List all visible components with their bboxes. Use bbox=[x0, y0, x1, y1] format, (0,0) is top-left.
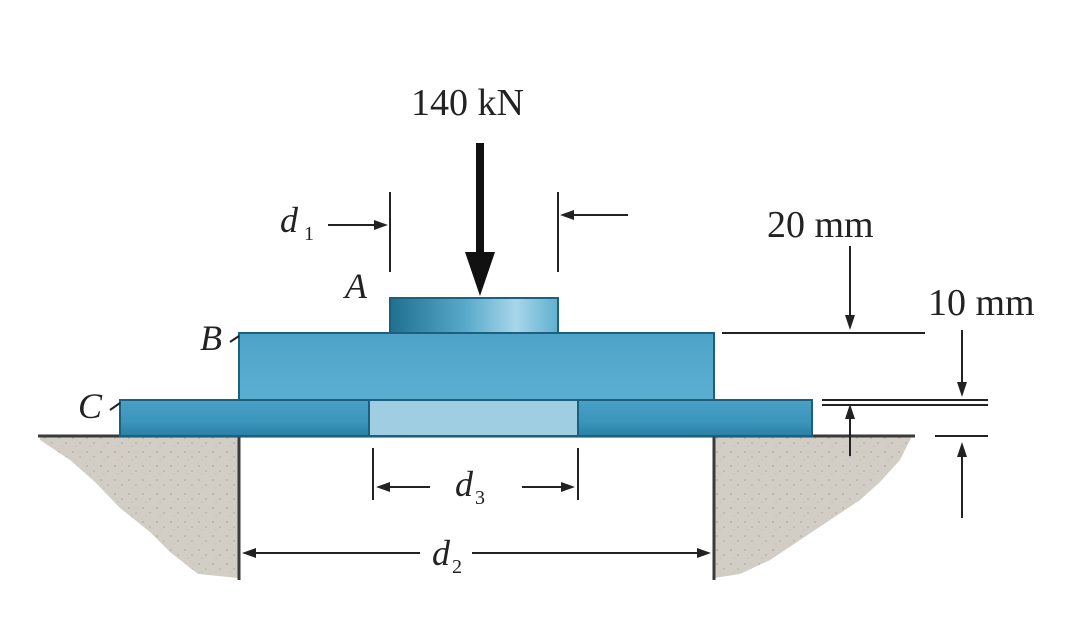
label-b-leader bbox=[229, 335, 240, 343]
d1-arrow-left-head bbox=[374, 220, 388, 230]
d3-arrow-right-head bbox=[561, 482, 575, 492]
d1-label: d bbox=[280, 200, 299, 240]
plate-b bbox=[238, 332, 715, 401]
d3-label: d bbox=[455, 464, 474, 504]
c-thickness-arrow-head bbox=[957, 382, 967, 397]
d1-arrow-right-head bbox=[560, 210, 574, 220]
label-b: B bbox=[200, 318, 222, 358]
d1-subscript: 1 bbox=[304, 223, 314, 245]
plate-a bbox=[389, 297, 559, 334]
d3-subscript: 3 bbox=[475, 487, 485, 509]
d2-label: d bbox=[432, 533, 451, 573]
b-thickness-label: 20 mm bbox=[767, 204, 874, 246]
load-arrow-head bbox=[465, 252, 495, 296]
label-a: A bbox=[343, 266, 368, 306]
d3-arrow-left-head bbox=[376, 482, 390, 492]
d2-arrow-left-head bbox=[242, 548, 256, 558]
ground-left bbox=[40, 436, 238, 578]
b-thickness-arrow-head-2 bbox=[845, 404, 855, 419]
label-c-leader bbox=[109, 402, 121, 411]
c-thickness-label: 10 mm bbox=[928, 282, 1035, 324]
c-thickness-arrow-head-2 bbox=[957, 442, 967, 457]
ground-right bbox=[714, 436, 912, 578]
plate-c-hole-region bbox=[368, 399, 579, 437]
b-thickness-arrow-head bbox=[845, 315, 855, 330]
label-c: C bbox=[78, 386, 103, 426]
d2-subscript: 2 bbox=[452, 556, 462, 578]
d2-arrow-right-head bbox=[697, 548, 711, 558]
load-label: 140 kN bbox=[411, 82, 524, 124]
